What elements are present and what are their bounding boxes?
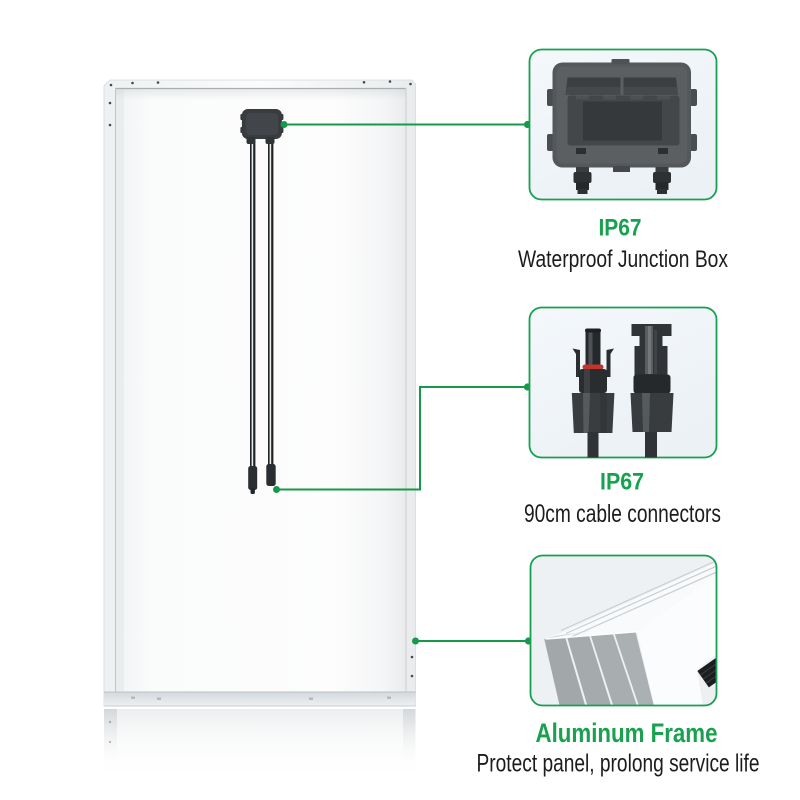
svg-text:Aluminum Frame: Aluminum Frame	[536, 718, 718, 748]
svg-text:IP67: IP67	[599, 215, 642, 242]
svg-text:Protect panel, prolong service: Protect panel, prolong service life	[477, 750, 760, 778]
svg-text:Waterproof Junction Box: Waterproof Junction Box	[518, 246, 728, 273]
svg-text:IP67: IP67	[600, 469, 644, 496]
svg-text:90cm cable connectors: 90cm cable connectors	[524, 500, 721, 528]
